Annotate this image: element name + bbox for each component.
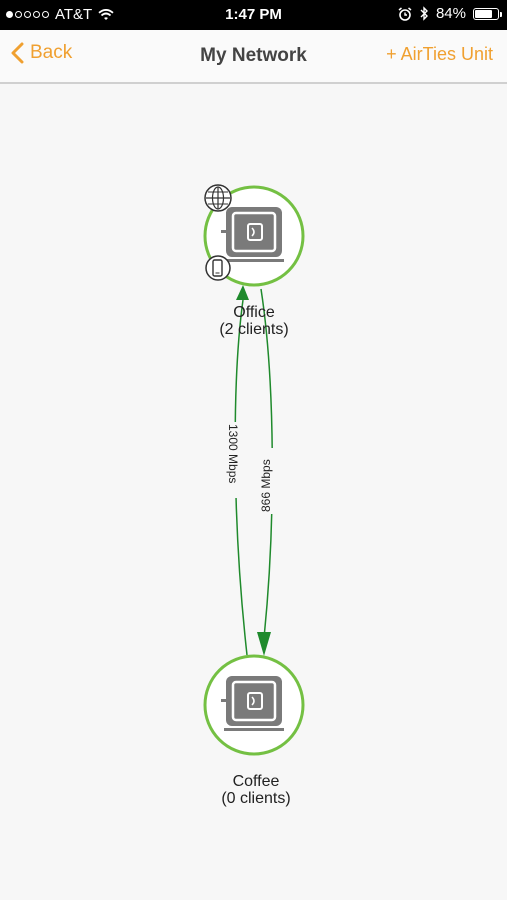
status-bar: AT&T 1:47 PM 84%	[0, 0, 507, 30]
node-label-coffee: Coffee (0 clients)	[176, 773, 336, 807]
page-title: My Network	[200, 45, 307, 66]
link-coffee-to-office[interactable]: 1300 Mbps	[225, 285, 249, 656]
carrier-label: AT&T	[55, 6, 93, 23]
network-graph: 1300 Mbps 866 Mbps	[203, 184, 305, 756]
wifi-icon	[98, 8, 114, 20]
back-button[interactable]: Back	[10, 42, 72, 64]
bluetooth-icon	[420, 6, 428, 21]
node-office[interactable]	[203, 184, 305, 287]
globe-icon	[204, 184, 232, 212]
battery-percent: 84%	[435, 5, 466, 22]
add-airties-unit-button[interactable]: + AirTies Unit	[386, 44, 493, 64]
clock: 1:47 PM	[225, 6, 282, 23]
battery-icon	[473, 7, 502, 20]
node-name: Office	[233, 304, 275, 321]
node-coffee[interactable]	[203, 654, 305, 756]
chevron-left-icon	[11, 42, 24, 64]
node-label-office: Office (2 clients)	[174, 304, 334, 338]
network-map: 1300 Mbps 866 Mbps	[0, 84, 507, 900]
alarm-icon	[398, 6, 412, 21]
link-office-to-coffee[interactable]: 866 Mbps	[257, 288, 282, 656]
navigation-bar: Back My Network + AirTies Unit	[0, 30, 507, 84]
node-name: Coffee	[232, 773, 280, 790]
node-client-count: (0 clients)	[221, 790, 291, 807]
back-label: Back	[30, 42, 73, 63]
node-client-count: (2 clients)	[219, 321, 289, 338]
airties-device-icon	[221, 676, 284, 731]
link-speed-label: 1300 Mbps	[226, 424, 240, 483]
arrowhead-icon	[257, 632, 271, 656]
arrowhead-icon	[236, 285, 249, 300]
mobile-client-icon	[205, 255, 231, 281]
airties-device-icon	[221, 207, 284, 262]
cellular-signal-icon	[6, 11, 49, 18]
link-speed-label: 866 Mbps	[259, 459, 273, 512]
